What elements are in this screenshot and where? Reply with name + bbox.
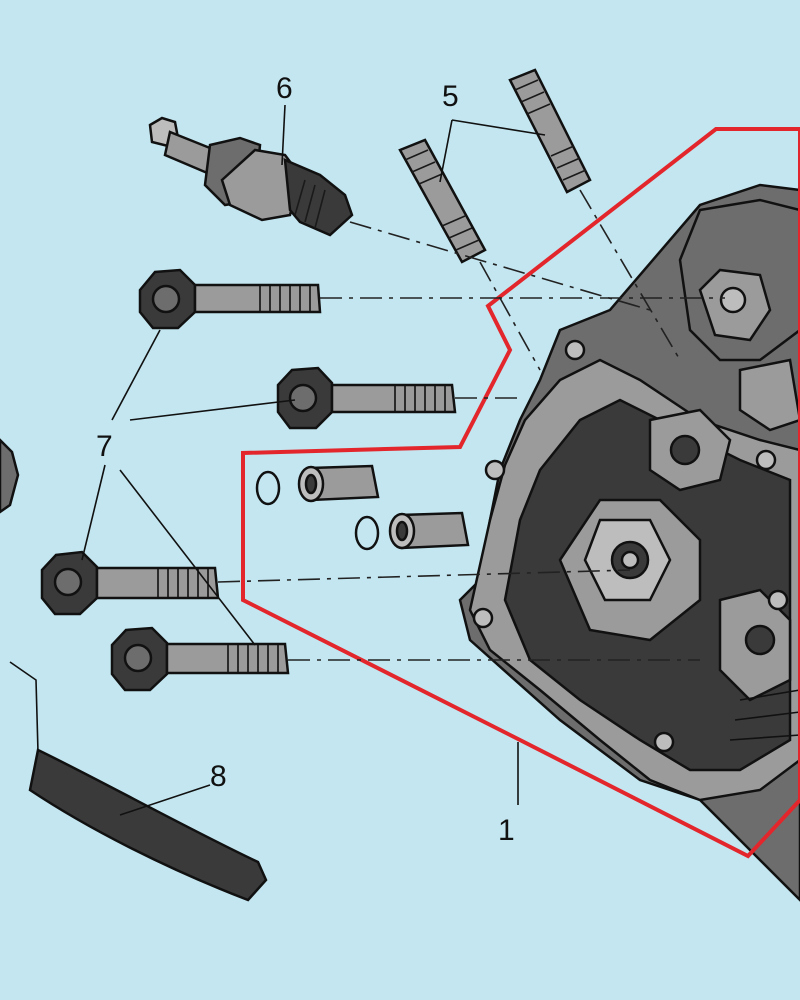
bolt-2 — [276, 366, 457, 430]
callout-5: 5 — [442, 80, 459, 113]
bolt-4 — [110, 626, 290, 692]
alignment-lines — [217, 189, 725, 661]
callout-8: 8 — [210, 760, 227, 793]
bolt-1 — [138, 268, 322, 330]
leader-lines — [9, 104, 546, 816]
dowel-upper — [255, 464, 380, 506]
highlight-outline — [241, 127, 800, 859]
stud-right — [508, 68, 592, 194]
spark-plug — [148, 116, 354, 237]
cylinder-head — [458, 183, 800, 902]
left-edge-part — [0, 438, 20, 514]
stud-left — [398, 138, 487, 264]
bolt-3 — [40, 550, 220, 616]
callout-1: 1 — [498, 814, 515, 847]
callout-7: 7 — [96, 430, 113, 463]
callout-6: 6 — [276, 72, 293, 105]
breather-tube — [28, 748, 268, 902]
dowel-lower — [354, 511, 470, 551]
